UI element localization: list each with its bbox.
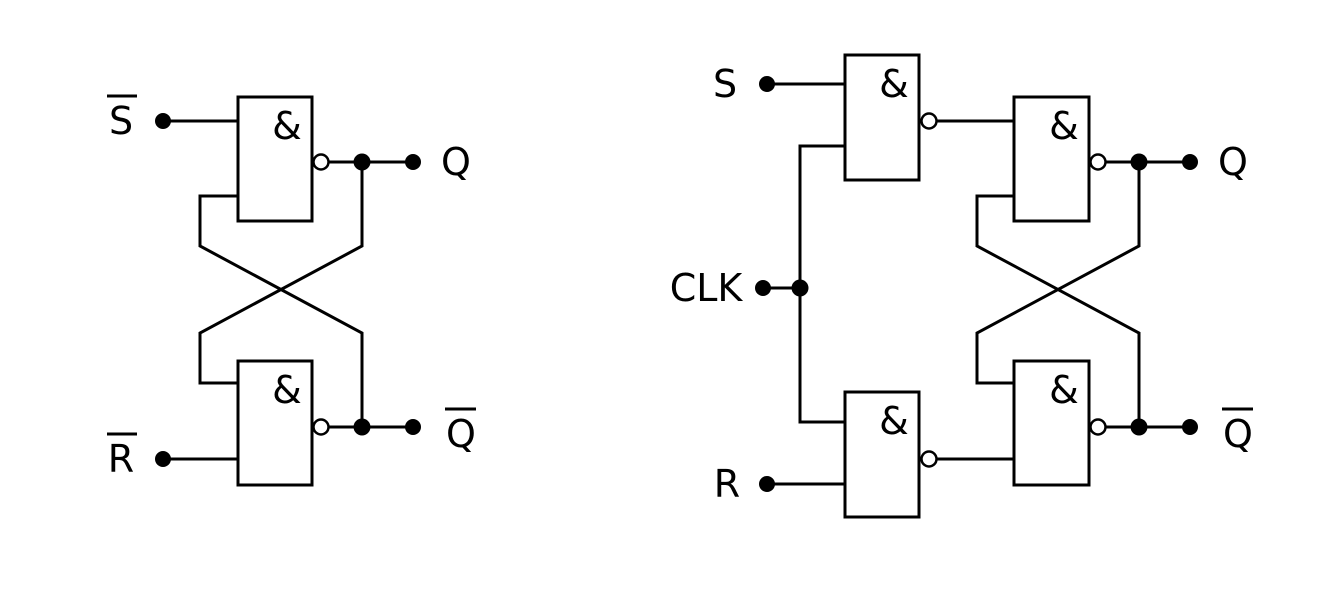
nand-gate-latch-bottom: & <box>1012 359 1107 487</box>
inversion-bubble <box>312 153 330 171</box>
terminal-r <box>155 451 171 467</box>
nand-gate-bottom: & <box>236 359 330 487</box>
label-clk: CLK <box>670 266 744 310</box>
gate-symbol: & <box>879 399 909 443</box>
terminal-r <box>759 476 775 492</box>
gate-symbol: & <box>1049 104 1079 148</box>
nand-gate-steer-top: & <box>843 53 938 182</box>
terminal-qbar <box>405 419 421 435</box>
terminal-clk <box>755 280 771 296</box>
junction-q <box>1130 153 1148 171</box>
terminal-qbar <box>1182 419 1198 435</box>
gate-symbol: & <box>1049 368 1079 412</box>
terminal-s <box>759 76 775 92</box>
inversion-bubble <box>1089 153 1107 171</box>
label-q: Q <box>441 140 471 184</box>
label-s-bar: S <box>109 99 133 143</box>
junction-qbar <box>1130 418 1148 436</box>
wire-feedback-q-to-bottom <box>975 162 1141 385</box>
inversion-bubble <box>312 418 330 436</box>
nand-gate-latch-top: & <box>1012 95 1107 223</box>
label-q: Q <box>1218 140 1248 184</box>
nand-gate-steer-bottom: & <box>843 390 938 519</box>
terminal-s <box>155 113 171 129</box>
junction-qbar <box>353 418 371 436</box>
inversion-bubble <box>920 112 938 130</box>
gate-symbol: & <box>272 368 302 412</box>
label-r: R <box>714 462 740 506</box>
wire-feedback-qbar-to-top <box>975 194 1141 427</box>
junction-clk <box>791 279 809 297</box>
gated-sr-latch: & & & & S CLK R Q Q <box>670 53 1253 519</box>
label-s: S <box>713 62 737 106</box>
label-q-bar: Q <box>1223 412 1253 456</box>
gate-symbol: & <box>272 104 302 148</box>
wire-feedback-q-to-bottom <box>198 162 364 385</box>
inversion-bubble <box>1089 418 1107 436</box>
sr-latch: & & S R Q Q <box>107 94 476 487</box>
nand-gate-top: & <box>236 95 330 223</box>
junction-q <box>353 153 371 171</box>
gate-symbol: & <box>879 62 909 106</box>
inversion-bubble <box>920 450 938 468</box>
wire-feedback-qbar-to-top <box>198 194 364 427</box>
terminal-q <box>1182 154 1198 170</box>
label-r-bar: R <box>108 437 134 481</box>
label-q-bar: Q <box>446 412 476 456</box>
terminal-q <box>405 154 421 170</box>
